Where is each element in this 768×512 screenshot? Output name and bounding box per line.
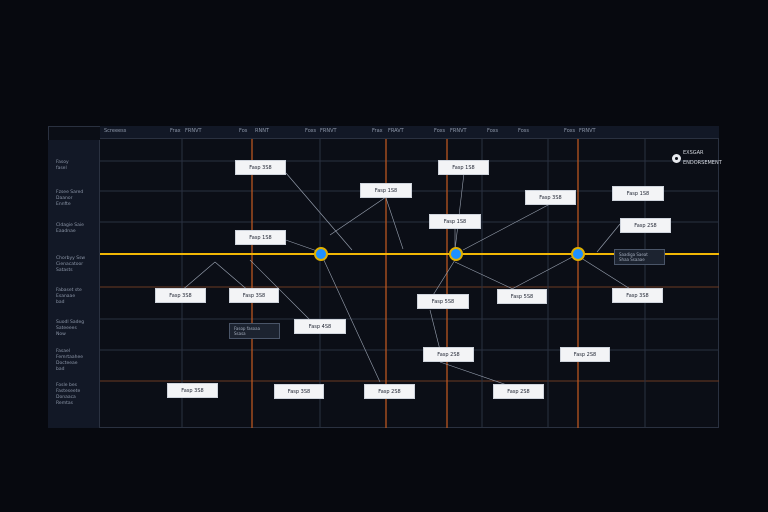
column-header: Frax — [372, 128, 383, 134]
diagram-node[interactable]: Fasp 2S8 — [620, 218, 671, 233]
connector-line — [454, 261, 516, 291]
column-header: Frax — [170, 128, 181, 134]
column-header: FRNVT — [185, 128, 202, 134]
column-header-bar — [100, 126, 719, 139]
diagram-node[interactable]: Fasp 3S8 — [167, 383, 218, 398]
diagram-node[interactable]: Fasp 3S8 — [274, 384, 324, 399]
diagram-node[interactable]: Fasp 3S8 — [612, 288, 663, 303]
column-header: Foxs — [434, 128, 446, 134]
diagram-node[interactable]: Fasp 2S8 — [560, 347, 610, 362]
milestone-marker — [449, 247, 463, 261]
logo-mark-icon — [672, 154, 681, 163]
row-label: Fabaset ste Esanaae bad — [56, 288, 82, 305]
connector-line — [509, 253, 579, 291]
brand-logo: EXSGAR ENDORSEMENT — [672, 146, 722, 171]
row-label: Chorbyy Ssw Cienacatoor Satasts — [56, 256, 86, 273]
connector-line — [285, 172, 353, 251]
milestone-marker — [314, 247, 328, 261]
column-header: FRNVT — [450, 128, 467, 134]
diagram-node[interactable]: Fasp 1S8 — [612, 186, 664, 201]
diagram-node[interactable]: Fasp 1S8 — [360, 183, 412, 198]
connector-line — [429, 309, 441, 351]
diagram-node[interactable]: Fasp 3S8 — [525, 190, 576, 205]
diagram-node[interactable]: Fasp 3S8 — [235, 160, 286, 175]
column-header: Screeess — [104, 128, 127, 134]
diagram-node[interactable]: Fasp 1S8 — [429, 214, 481, 229]
connector-line — [179, 261, 216, 293]
diagram-node[interactable]: Fasp 5S8 — [497, 289, 547, 304]
connector-line — [385, 197, 404, 250]
diagram-node[interactable]: Fasp 3S8 — [155, 288, 206, 303]
diagram-node[interactable]: Fasp 2S8 — [493, 384, 544, 399]
connector-line — [462, 203, 551, 251]
diagram-node[interactable]: Fasp 1S8 — [235, 230, 286, 245]
column-header: FRNVT — [320, 128, 337, 134]
connector-line — [577, 255, 636, 293]
connector-line — [596, 223, 621, 253]
connector-line — [454, 172, 465, 251]
diagram-node[interactable]: Fasp 5S8 — [417, 294, 469, 309]
diagram-node[interactable]: Fasp 3S8 — [229, 288, 279, 303]
row-label: Fzsee Sared Daanor Ennfte — [56, 190, 84, 207]
column-header: Foxs — [305, 128, 317, 134]
row-label: Fosle bes Fasteseete Donaaca Remtas — [56, 383, 81, 406]
column-header: FRNVT — [579, 128, 596, 134]
row-label-panel — [48, 140, 100, 428]
row-label: Suodl Sadeg Sateeees Now — [56, 320, 85, 337]
column-header: RNNT — [255, 128, 270, 134]
row-label: Fasoy fasel — [56, 160, 69, 171]
diagram-board — [48, 126, 719, 428]
column-header: Foss — [518, 128, 529, 134]
connector-line — [439, 361, 511, 387]
column-header: Fos — [239, 128, 248, 134]
milestone-marker — [571, 247, 585, 261]
info-callout: Fasop fasoaa Ssasa — [229, 323, 280, 339]
connector-line — [429, 259, 456, 301]
diagram-node[interactable]: Fasp 2S8 — [423, 347, 474, 362]
brand-tagline: ENDORSEMENT — [683, 160, 722, 166]
diagram-node[interactable]: Fasp 1S8 — [438, 160, 489, 175]
connector-line — [279, 237, 321, 253]
connector-line — [249, 259, 321, 331]
row-label: Cldagie Saie Eaadnae — [56, 223, 84, 234]
column-header: FRAVT — [388, 128, 404, 134]
brand-name: EXSGAR — [683, 150, 704, 156]
info-callout: Saadiga Saeat Shaa Ssaaae — [614, 249, 665, 265]
connector-line — [329, 196, 387, 236]
column-header: Foxs — [487, 128, 499, 134]
diagram-node[interactable]: Fasp 2S8 — [364, 384, 415, 399]
connector-line — [321, 255, 381, 383]
column-header: Foxs — [564, 128, 576, 134]
connector-line — [214, 261, 251, 293]
row-label: Fasael Femrtaahee Docteeae bad — [56, 349, 84, 372]
diagram-node[interactable]: Fasp 4S8 — [294, 319, 346, 334]
